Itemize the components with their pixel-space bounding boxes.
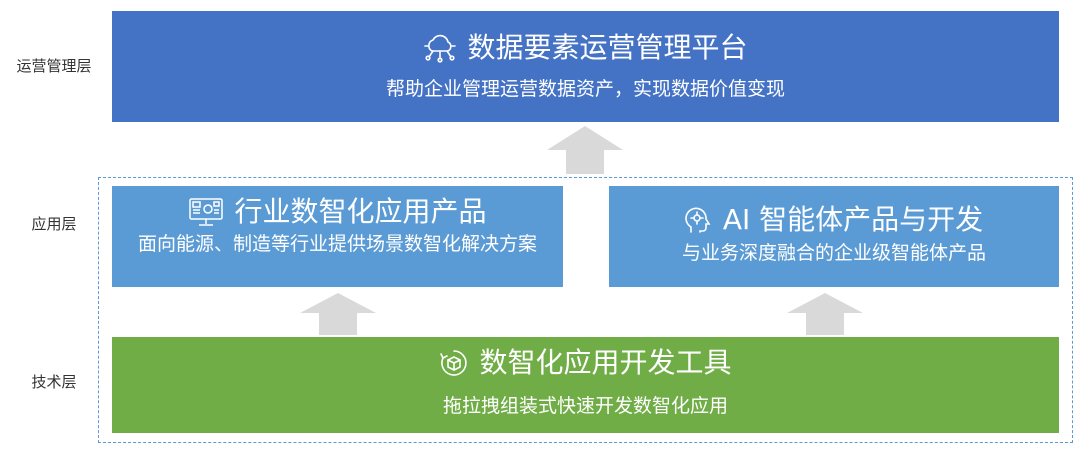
dev-tool-title-row: 数智化应用开发工具 (112, 346, 1059, 380)
industry-product-subtitle: 面向能源、制造等行业提供场景数智化解决方案 (137, 233, 537, 255)
layer-label-application: 应用层 (31, 215, 77, 233)
industry-product-box: 行业数智化应用产品 面向能源、制造等行业提供场景数智化解决方案 (112, 186, 563, 287)
layer-label-technology: 技术层 (31, 373, 77, 391)
platform-subtitle: 帮助企业管理运营数据资产，实现数据价值变现 (385, 78, 785, 100)
dev-tool-subtitle: 拖拉拽组装式快速开发数智化应用 (442, 395, 728, 417)
cloud-network-icon (423, 33, 457, 63)
ai-head-icon (685, 205, 713, 235)
dashboard-screen-icon (188, 197, 224, 227)
layer-label-management: 运营管理层 (16, 57, 92, 75)
arrow-up-to-ai-agent (787, 293, 863, 335)
platform-box: 数据要素运营管理平台 帮助企业管理运营数据资产，实现数据价值变现 (112, 11, 1059, 122)
industry-product-title-row: 行业数智化应用产品 (112, 195, 563, 229)
platform-title: 数据要素运营管理平台 (467, 31, 748, 64)
platform-title-row: 数据要素运营管理平台 (112, 31, 1059, 65)
dev-tool-box: 数智化应用开发工具 拖拉拽组装式快速开发数智化应用 (112, 337, 1059, 433)
industry-product-title: 行业数智化应用产品 (234, 195, 487, 228)
ai-agent-title: AI 智能体产品与开发 (722, 203, 984, 236)
arrow-up-to-industry-product (300, 293, 376, 335)
cube-cycle-icon (439, 348, 469, 378)
ai-agent-box: AI 智能体产品与开发 与业务深度融合的企业级智能体产品 (609, 186, 1059, 287)
dashed-group-border (98, 177, 1073, 443)
dev-tool-title: 数智化应用开发工具 (479, 346, 732, 379)
arrow-up-to-platform (547, 126, 623, 174)
ai-agent-title-row: AI 智能体产品与开发 (609, 203, 1059, 237)
ai-agent-subtitle: 与业务深度融合的企业级智能体产品 (681, 242, 986, 264)
